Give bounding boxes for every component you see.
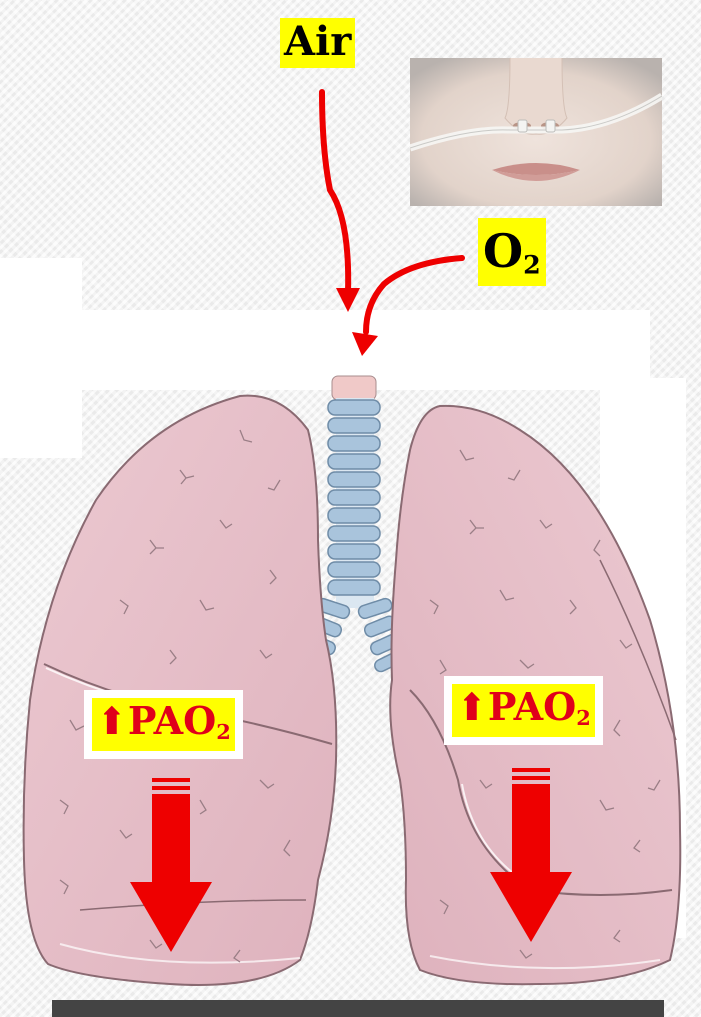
up-arrow-icon: ⬆ [456,684,488,729]
o2-label-text: O [483,224,523,278]
o2-label-subscript: 2 [523,249,541,279]
up-arrow-icon: ⬆ [96,698,128,743]
pao2-label-left: ⬆PAO2 [92,698,235,751]
pao2-box-right: ⬆PAO2 [444,676,603,745]
pao2-subscript: 2 [216,719,231,744]
pao2-text: PAO [488,684,576,729]
pao2-label-right: ⬆PAO2 [452,684,595,737]
bottom-bar [52,1000,664,1017]
o2-flow-arrow [352,258,462,356]
air-flow-arrow [322,92,360,312]
pao2-box-left: ⬆PAO2 [84,690,243,759]
o2-label: O2 [478,218,546,286]
air-label: Air [280,18,355,68]
pao2-subscript: 2 [576,705,591,730]
pao2-text: PAO [128,698,216,743]
air-label-text: Air [284,18,351,65]
